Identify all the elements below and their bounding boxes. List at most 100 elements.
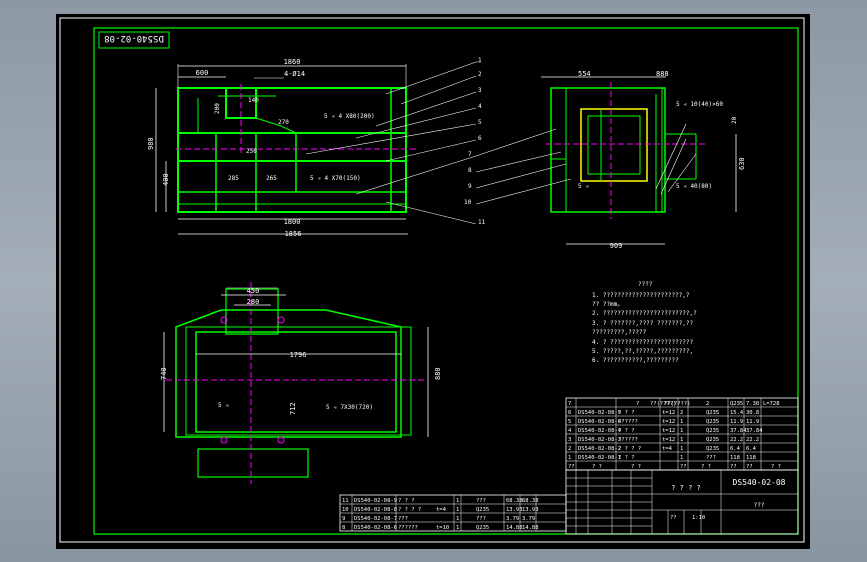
svg-text:???: ???: [476, 498, 486, 504]
outer-frame: [59, 17, 805, 543]
dim-140: 140: [248, 97, 259, 104]
svg-text:14.88: 14.88: [522, 525, 539, 531]
svg-text:DS540-02-08-5: DS540-02-08-5: [578, 410, 621, 416]
svg-text:DS540-02-08-7: DS540-02-08-7: [354, 516, 397, 522]
svg-text:15.4: 15.4: [730, 410, 744, 416]
svg-text:13.93: 13.93: [506, 507, 523, 513]
tech-title: ????: [638, 281, 653, 288]
weld-note-2: 5 ◃ 4 X70(150): [310, 175, 361, 182]
leader-4: 4: [478, 103, 482, 110]
dim-554: 554: [578, 70, 591, 78]
leader-11: 11: [478, 219, 486, 226]
svg-text:1: 1: [568, 455, 571, 461]
dim-630: 630: [738, 157, 746, 170]
svg-text:11: 11: [342, 498, 349, 504]
svg-text:t=4: t=4: [662, 446, 673, 452]
dim-600: 600: [196, 69, 209, 77]
svg-text:DS540-02-08-4: DS540-02-08-4: [578, 428, 622, 434]
svg-text:9: 9: [342, 516, 345, 522]
svg-text:1: 1: [680, 446, 683, 452]
dim-1796: 1796: [290, 351, 307, 359]
svg-text:t=12: t=12: [662, 410, 675, 416]
svg-text:DS540-02-08-9: DS540-02-08-9: [354, 498, 397, 504]
svg-text:4. ? ???????????????????????: 4. ? ???????????????????????: [592, 339, 694, 346]
svg-text:Q235: Q235: [706, 446, 719, 452]
svg-text:? ? ?: ? ? ?: [618, 428, 635, 434]
weld-note-1: 5 ◃ 4 X80(200): [324, 113, 375, 120]
svg-text:1: 1: [680, 428, 683, 434]
part-name: ? ? ? ?: [671, 484, 701, 492]
svg-text:1. ??????????????????????,?: 1. ??????????????????????,?: [592, 292, 690, 299]
svg-text:? ? ? ?: ? ? ? ?: [398, 507, 421, 513]
leader-6: 6: [478, 135, 482, 142]
svg-text:? ?: ? ?: [771, 464, 781, 470]
svg-text:DS540-02-08-6: DS540-02-08-6: [578, 419, 621, 425]
svg-text:?? ??mm。: ?? ??mm。: [592, 301, 623, 308]
svg-text:22.2: 22.2: [730, 437, 743, 443]
svg-text:3. ? ???????,???? ???????,: 3. ? ???????,???? ???????,??: [592, 320, 694, 327]
leader-7: 7: [468, 151, 472, 158]
drawing-canvas: DS540-02-08 1860 600 4-Ø14 140 200 270 2…: [59, 17, 805, 543]
svg-text:Q235: Q235: [706, 428, 719, 434]
svg-text:??(????): ??(????): [664, 401, 691, 407]
svg-text:118: 118: [746, 455, 756, 461]
svg-text:t=10: t=10: [436, 525, 449, 531]
svg-text:??: ??: [680, 464, 687, 470]
leader-9: 9: [468, 183, 472, 190]
svg-text:5. ?????,??,?????,?????????,: 5. ?????,??,?????,?????????,: [592, 348, 693, 355]
svg-text:? ? ?: ? ? ?: [398, 498, 415, 504]
weight-label: ??: [670, 515, 677, 521]
svg-text:? ? ?: ? ? ?: [618, 455, 635, 461]
svg-text:???: ???: [706, 455, 716, 461]
cad-model-viewport[interactable]: DS540-02-08 1860 600 4-Ø14 140 200 270 2…: [56, 14, 810, 549]
svg-text:??????: ??????: [618, 437, 638, 443]
svg-text:t=12: t=12: [662, 419, 675, 425]
side-weld-1: 5 ◃ 10(40)×60: [676, 101, 723, 108]
scale: 1:10: [692, 515, 705, 521]
svg-text:8: 8: [342, 525, 345, 531]
svg-text:2: 2: [680, 410, 683, 416]
svg-text:DS540-02-08-8: DS540-02-08-8: [354, 507, 397, 513]
svg-text:118: 118: [730, 455, 740, 461]
svg-text:1: 1: [456, 507, 459, 513]
svg-text:2: 2: [568, 446, 571, 452]
leader-3: 3: [478, 87, 482, 94]
dim-450: 450: [247, 287, 260, 295]
dim-250: 250: [246, 148, 257, 155]
svg-text:68.38: 68.38: [522, 498, 539, 504]
svg-text:??(????): ??(????): [650, 401, 677, 407]
dim-400: 400: [162, 173, 170, 186]
svg-text:DS540-02-08-1: DS540-02-08-1: [578, 455, 621, 461]
side-view: 554 888 909 630 20 5 ◃ 10(40)×60 5 ◃ 40(…: [464, 70, 746, 250]
svg-text:Q235: Q235: [476, 525, 489, 531]
plan-weld-1: 5 ◃: [218, 402, 229, 409]
svg-text:??????: ??????: [618, 419, 638, 425]
dim-285: 285: [228, 175, 239, 182]
svg-text:? ?: ? ?: [592, 464, 602, 470]
svg-text:1: 1: [456, 498, 459, 504]
dim-1800: 1800: [284, 218, 301, 226]
svg-text:30.8: 30.8: [746, 410, 759, 416]
svg-text:??: ??: [730, 464, 737, 470]
svg-text:Q235: Q235: [476, 507, 489, 513]
svg-text:? ? ?: ? ? ?: [618, 410, 635, 416]
dim-280: 280: [247, 298, 260, 306]
svg-text:Q235: Q235: [706, 410, 719, 416]
inner-border: [93, 27, 799, 535]
dim-880: 880: [434, 367, 442, 380]
svg-text:??????: ??????: [398, 525, 418, 531]
svg-text:t=12: t=12: [662, 428, 675, 434]
svg-text:? ?: ? ?: [631, 464, 641, 470]
svg-text:1: 1: [456, 516, 459, 522]
svg-text:5: 5: [568, 419, 571, 425]
front-view: 1860 600 4-Ø14 140 200 270 250 980 400 2…: [147, 57, 486, 238]
dim-909: 909: [610, 242, 623, 250]
svg-text:1: 1: [680, 455, 683, 461]
